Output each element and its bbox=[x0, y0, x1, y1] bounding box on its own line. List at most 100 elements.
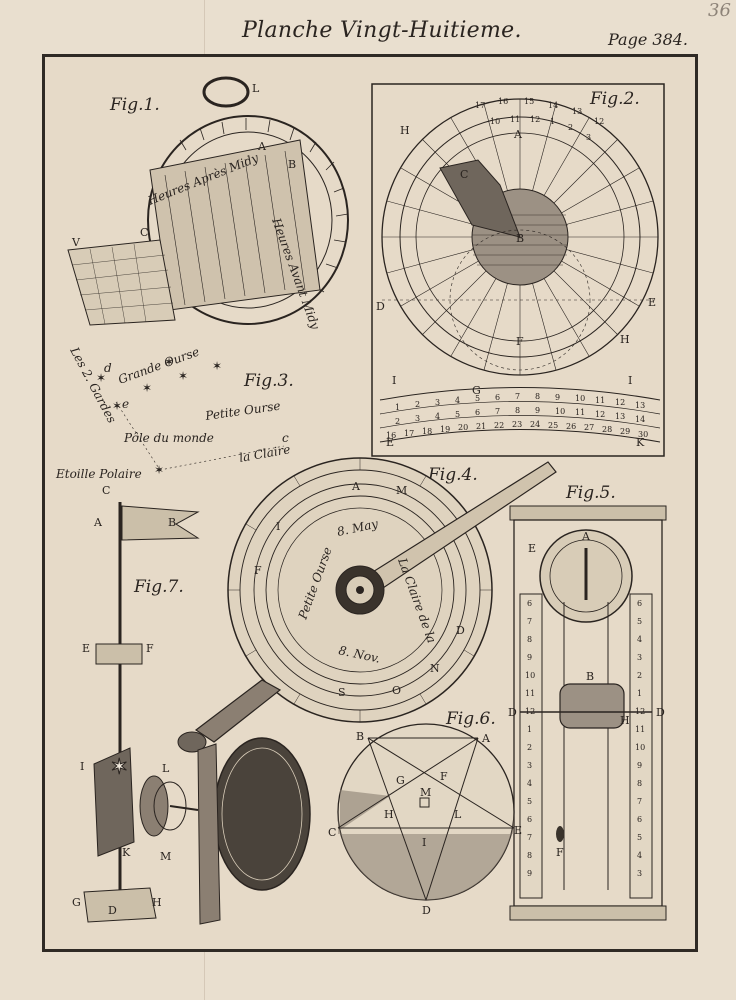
fig2-letter-a: A bbox=[513, 128, 523, 141]
star: ✶ bbox=[154, 463, 164, 477]
fig7-letter-m: M bbox=[160, 850, 171, 863]
fig5-letter-a: A bbox=[581, 530, 591, 543]
fig7-axle bbox=[169, 805, 199, 811]
fig2-s1-8: 9 bbox=[555, 393, 560, 402]
fig2-scale-bottom bbox=[379, 429, 661, 443]
fig7-base-block bbox=[83, 887, 157, 923]
fig4-month-i: I bbox=[276, 520, 280, 533]
figure-6: Fig.6. B A G F M H L C I E D bbox=[328, 709, 522, 917]
fig1-letter-c: C bbox=[140, 226, 148, 239]
fig7-letter-h: H bbox=[152, 896, 162, 909]
fig2-inner-12: 12 bbox=[530, 115, 540, 124]
fig2-num-15: 15 bbox=[524, 97, 534, 106]
fig2-s3-3: 19 bbox=[440, 425, 450, 434]
fig2-s1-4: 5 bbox=[475, 394, 480, 403]
fig2-num-14: 14 bbox=[548, 101, 558, 110]
fig2-scale-top bbox=[379, 387, 661, 401]
star: ✶ bbox=[112, 399, 122, 413]
fig7-letter-g: G bbox=[72, 896, 81, 909]
fig7-letter-d: D bbox=[108, 904, 117, 917]
fig2-s1-2: 3 bbox=[435, 398, 440, 407]
fig7-letter-k: K bbox=[122, 846, 131, 859]
fig1-dial bbox=[147, 115, 349, 325]
fig5-l-15: 9 bbox=[527, 869, 532, 878]
fig2-s3-14: 30 bbox=[638, 430, 648, 439]
fig6-letter-c: C bbox=[328, 826, 336, 839]
fig2-inner-1: 1 bbox=[550, 117, 555, 126]
fig6-small-square bbox=[419, 797, 430, 808]
fig2-s2-5: 7 bbox=[495, 407, 500, 416]
fig2-s1-11: 12 bbox=[615, 398, 625, 407]
plate-title: Planche Vingt-Huitieme. bbox=[242, 18, 522, 43]
fig5-r-11: 7 bbox=[637, 797, 642, 806]
fig5-l-3: 9 bbox=[527, 653, 532, 662]
fig2-inner-2: 2 bbox=[568, 123, 573, 132]
fig2-letter-e: E bbox=[648, 296, 656, 309]
star: ✶ bbox=[96, 371, 106, 385]
figure-4: Fig.4. 8. May 8. Nov. P bbox=[177, 457, 557, 753]
fig7-label: Fig.7. bbox=[133, 577, 184, 597]
fig2-s1-3: 4 bbox=[455, 396, 460, 405]
fig5-l-1: 7 bbox=[527, 617, 532, 626]
fig2-s3-8: 24 bbox=[530, 420, 540, 429]
fig3-letter-c: c bbox=[282, 431, 289, 445]
fig2-s1-1: 2 bbox=[415, 400, 420, 409]
suspension-ring bbox=[202, 76, 250, 108]
star: ✶ bbox=[164, 355, 174, 369]
fig5-letter-b: B bbox=[586, 670, 594, 683]
fig1-grid-lines bbox=[71, 243, 174, 325]
fig2-s3-5: 21 bbox=[476, 422, 486, 431]
fig2-s3-1: 17 bbox=[404, 429, 414, 438]
fig5-r-0: 6 bbox=[637, 599, 642, 608]
fig6-letter-g: G bbox=[396, 774, 405, 787]
fig2-s2-1: 3 bbox=[415, 414, 420, 423]
fig2-letter-d: D bbox=[376, 300, 385, 313]
fig2-s3-4: 20 bbox=[458, 423, 468, 432]
fig5-l-13: 7 bbox=[527, 833, 532, 842]
corner-mark: 36 bbox=[708, 0, 731, 21]
fig7-plate-ef bbox=[95, 643, 143, 665]
fig2-dashed-circle bbox=[449, 229, 591, 371]
fig6-left-shade bbox=[340, 790, 390, 830]
fig2-s3-7: 23 bbox=[512, 420, 522, 429]
fig1-plate-lines bbox=[164, 150, 306, 306]
fig2-letter-g: G bbox=[472, 384, 481, 397]
fig4-ring-3 bbox=[265, 495, 455, 685]
fig3-stars: ✶ ✶ ✶ ✶ ✶ ✶ ✶ bbox=[96, 355, 222, 477]
fig3-grande-ourse: Grande Ourse bbox=[116, 344, 201, 386]
fig5-l-9: 3 bbox=[527, 761, 532, 770]
fig6-construction-lines bbox=[337, 737, 515, 901]
fig6-letter-l: L bbox=[454, 808, 462, 821]
fig2-num-16: 16 bbox=[498, 97, 508, 106]
figure-5: Fig.5. A E B D D H F 6 7 8 9 bbox=[508, 483, 667, 921]
fig2-s2-12: 14 bbox=[635, 415, 645, 424]
fig5-l-8: 2 bbox=[527, 743, 532, 752]
fig2-label: Fig.2. bbox=[589, 89, 640, 109]
fig2-gnomon bbox=[439, 159, 521, 238]
fig5-l-0: 6 bbox=[527, 599, 532, 608]
fig6-letter-a: A bbox=[481, 732, 491, 745]
fig6-letter-i: I bbox=[422, 836, 426, 849]
fig5-letter-h: H bbox=[620, 714, 630, 727]
figure-3: Fig.3. Grande Ourse Les 2. Gardes Petite… bbox=[55, 344, 294, 481]
fig3-petite-ourse: Petite Ourse bbox=[203, 399, 281, 424]
fig5-l-7: 1 bbox=[527, 725, 532, 734]
fig5-drum-weight bbox=[559, 683, 625, 729]
fig2-s3-6: 22 bbox=[494, 421, 504, 430]
fig2-s1-10: 11 bbox=[595, 396, 605, 405]
fig2-s2-10: 12 bbox=[595, 410, 605, 419]
fig4-month-a: A bbox=[351, 480, 361, 493]
fig2-s3-13: 29 bbox=[620, 427, 630, 436]
fig5-base bbox=[509, 905, 667, 921]
fig2-s2-7: 9 bbox=[535, 406, 540, 415]
figure-1: Fig.1. L Heu bbox=[67, 76, 349, 331]
fig4-month-n: N bbox=[430, 662, 440, 675]
fig2-letter-b: B bbox=[516, 232, 524, 245]
fig5-r-1: 5 bbox=[637, 617, 642, 626]
fig5-right-scale bbox=[629, 593, 653, 899]
fig2-s2-8: 10 bbox=[555, 407, 565, 416]
fig6-lower-shade bbox=[338, 812, 514, 900]
fig1-letter-a: A bbox=[257, 140, 267, 153]
fig5-pendulum-bob bbox=[556, 826, 564, 842]
